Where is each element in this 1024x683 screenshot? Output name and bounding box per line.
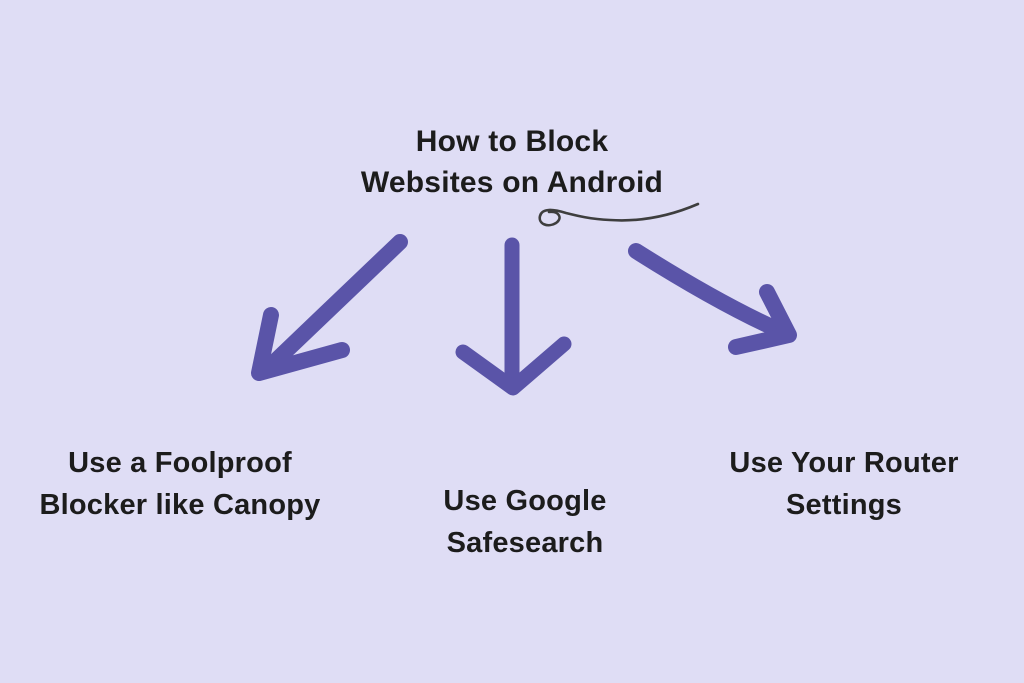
- arrow-down-icon: [455, 237, 572, 396]
- branch-canopy-line2: Blocker like Canopy: [39, 489, 321, 521]
- branch-label-router: Use Your Router Settings: [694, 442, 994, 526]
- page-title: How to Block Websites on Android: [0, 121, 1024, 203]
- page-title-line2: Websites on Android: [360, 166, 664, 199]
- underline-squiggle-icon: [538, 202, 700, 227]
- branch-label-safesearch: Use Google Safesearch: [375, 480, 675, 564]
- branch-safesearch-line2: Safesearch: [446, 527, 604, 559]
- branch-router-line1: Use Your Router: [729, 447, 959, 479]
- branch-safesearch-line1: Use Google: [443, 485, 607, 517]
- page-title-line1: How to Block: [415, 125, 609, 158]
- branch-router-line2: Settings: [786, 489, 902, 521]
- branch-canopy-line1: Use a Foolproof: [68, 447, 292, 479]
- arrow-down-left-icon: [251, 234, 408, 381]
- arrow-down-right-icon: [628, 243, 797, 355]
- branch-label-canopy: Use a Foolproof Blocker like Canopy: [30, 442, 330, 526]
